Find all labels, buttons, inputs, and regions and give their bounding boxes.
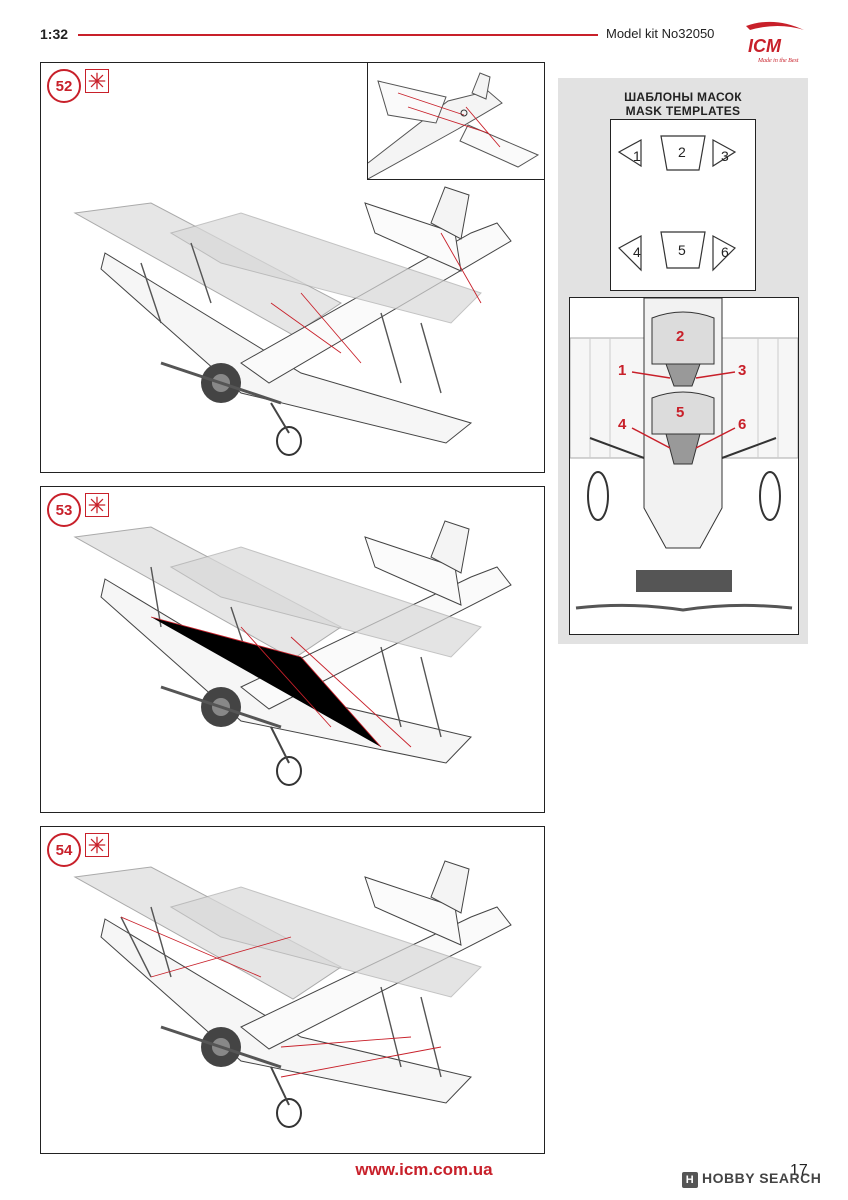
step-number: 54: [47, 833, 81, 867]
mask-templates-panel: ШАБЛОНЫ МАСОК MASK TEMPLATES 1 2 3 4 5 6: [558, 78, 808, 644]
tail-detail-illustration: [367, 72, 540, 180]
page-number: 17: [790, 1162, 808, 1179]
mask-title-en: MASK TEMPLATES: [625, 104, 741, 118]
mask-template-sheet: 1 2 3 4 5 6: [610, 119, 756, 291]
hobby-search-icon: H: [682, 1172, 698, 1188]
callout-number: 3: [738, 362, 747, 379]
mask-shapes: [617, 135, 737, 272]
cement-icon: [85, 493, 109, 517]
template-label: 4: [633, 244, 641, 260]
callout-number: 1: [618, 362, 627, 379]
step-52-panel: 52: [40, 62, 545, 473]
scale-label: 1:32: [40, 26, 69, 42]
header-rule: [78, 34, 598, 36]
step-53-panel: 53: [40, 486, 545, 813]
biplane-illustration: [73, 186, 512, 456]
callout-number: 2: [676, 328, 685, 345]
watermark-text: HOBBY SEARCH: [702, 1170, 822, 1186]
step-number: 53: [47, 493, 81, 527]
svg-text:Made in the Best: Made in the Best: [757, 58, 799, 64]
svg-text:ICM: ICM: [748, 36, 782, 56]
icm-logo-icon: ICM Made in the Best: [746, 21, 804, 64]
step-54-panel: 54: [40, 826, 545, 1154]
tail-detail-inset: [367, 63, 544, 180]
biplane-illustration: [73, 520, 512, 786]
template-label: 5: [678, 242, 686, 258]
website-link[interactable]: www.icm.com.ua: [355, 1160, 493, 1179]
template-label: 3: [721, 148, 729, 164]
kit-number: Model kit No32050: [606, 26, 715, 41]
mask-title-ru: ШАБЛОНЫ МАСОК: [624, 90, 742, 104]
template-label: 1: [633, 148, 641, 164]
callout-number: 4: [618, 416, 627, 433]
canopy-view: 1 2 3 4 5 6: [569, 297, 799, 635]
canopy-illustration: [570, 298, 798, 612]
callout-number: 5: [676, 404, 685, 421]
biplane-illustration: [73, 860, 512, 1128]
step-number: 52: [47, 69, 81, 103]
template-label: 2: [678, 144, 686, 160]
cement-icon: [85, 69, 109, 93]
template-label: 6: [721, 244, 729, 260]
callout-number: 6: [738, 416, 747, 433]
cement-icon: [85, 833, 109, 857]
